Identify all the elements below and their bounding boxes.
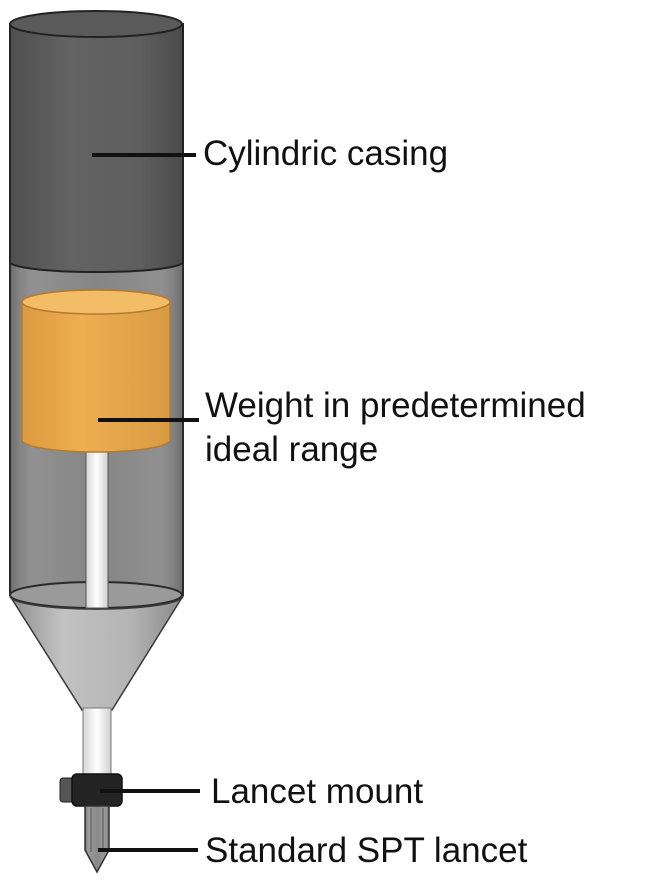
weight-cylinder	[21, 289, 171, 453]
label-lancet-mount: Lancet mount	[211, 772, 424, 811]
label-weight-line2: ideal range	[205, 430, 379, 469]
lancet-mount-part	[59, 773, 123, 807]
label-standard-spt-lancet: Standard SPT lancet	[205, 831, 528, 870]
label-cylindric-casing: Cylindric casing	[203, 134, 449, 173]
lancet-neck	[82, 707, 112, 781]
spt-lancet	[84, 805, 110, 874]
label-weight-line1: Weight in predetermined	[205, 386, 586, 425]
label-weight: Weight in predetermined ideal range	[205, 384, 586, 472]
plunger-rod	[85, 449, 109, 609]
funnel	[9, 593, 184, 711]
cylindric-casing	[9, 10, 184, 274]
